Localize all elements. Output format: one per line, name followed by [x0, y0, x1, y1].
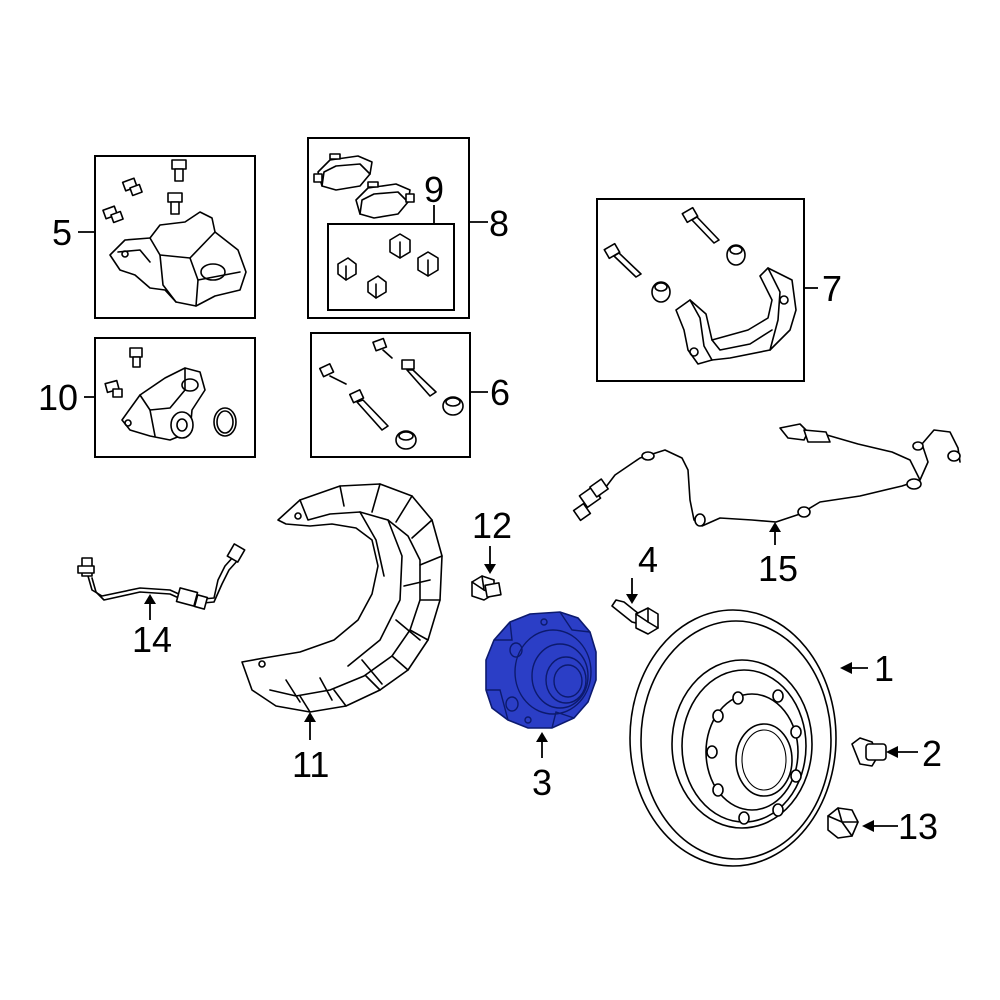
bracket-bushing-2: [651, 281, 671, 303]
pad-clip-2: [367, 275, 387, 299]
bracket-bolt-2: [603, 242, 642, 278]
callout-8: 8: [489, 203, 509, 244]
caliper-body: [109, 211, 247, 307]
dust-shield[interactable]: [241, 483, 443, 713]
caliper-bracket: [675, 267, 797, 365]
guide-pin-3: [318, 363, 347, 385]
caliper-motor-body: [121, 367, 206, 441]
callout-7: 7: [822, 268, 842, 309]
caliper-bolt-4: [102, 205, 124, 224]
callout-15: 15: [758, 548, 798, 589]
o-ring-seal: [213, 407, 237, 437]
motor-bolt-2: [104, 379, 123, 398]
motor-bolt-1: [129, 347, 143, 368]
rotor-lug-holes: [706, 689, 802, 825]
guide-pin-box[interactable]: [310, 332, 471, 458]
callout-11: 11: [292, 744, 329, 785]
callout-labels: 5 8 9 7 6 10 11 14 12 4 3 15 1 2 13: [38, 169, 942, 847]
brake-pad-2: [355, 181, 415, 219]
callout-9: 9: [424, 169, 444, 210]
caliper-group-box[interactable]: [94, 155, 256, 319]
guide-pin-1: [372, 337, 393, 359]
guide-bushing-1: [442, 396, 464, 416]
pad-hardware-box[interactable]: [327, 223, 455, 311]
caliper-bolt-1: [171, 159, 187, 182]
pad-clip-1: [337, 257, 357, 281]
wheel-speed-sensor[interactable]: [572, 423, 961, 527]
callout-13: 13: [898, 806, 938, 847]
callout-1: 1: [874, 648, 894, 689]
wheel-hub-bearing[interactable]: [485, 611, 597, 729]
callout-5: 5: [52, 212, 72, 253]
callout-6: 6: [490, 372, 510, 413]
pads-group-box[interactable]: [307, 137, 470, 319]
hub-nut[interactable]: [827, 807, 859, 839]
bracket-bushing-1: [726, 244, 746, 266]
wheel-stud[interactable]: [851, 737, 887, 767]
brake-rotor[interactable]: [629, 609, 837, 867]
brake-pad-1: [313, 153, 373, 191]
leader-lines: [78, 205, 918, 832]
callout-2: 2: [922, 733, 942, 774]
guide-pin-2: [401, 359, 437, 397]
callout-10: 10: [38, 377, 78, 418]
pad-clip-4: [417, 251, 439, 277]
caliper-bracket-box[interactable]: [596, 198, 805, 382]
caliper-bolt-2: [121, 177, 143, 197]
callout-14: 14: [132, 619, 172, 660]
pad-clip-3: [389, 233, 411, 259]
callout-12: 12: [472, 505, 512, 546]
callout-4: 4: [638, 539, 658, 580]
hub-mounting-bolt[interactable]: [611, 599, 659, 635]
guide-pin-4: [348, 389, 389, 431]
brake-hose[interactable]: [77, 543, 246, 610]
caliper-bolt-3: [167, 192, 183, 215]
caliper-motor-box[interactable]: [94, 337, 256, 458]
bracket-bolt-1: [681, 206, 720, 244]
callout-3: 3: [532, 762, 552, 803]
hub-bolt[interactable]: [471, 575, 502, 601]
guide-bushing-2: [395, 430, 417, 450]
